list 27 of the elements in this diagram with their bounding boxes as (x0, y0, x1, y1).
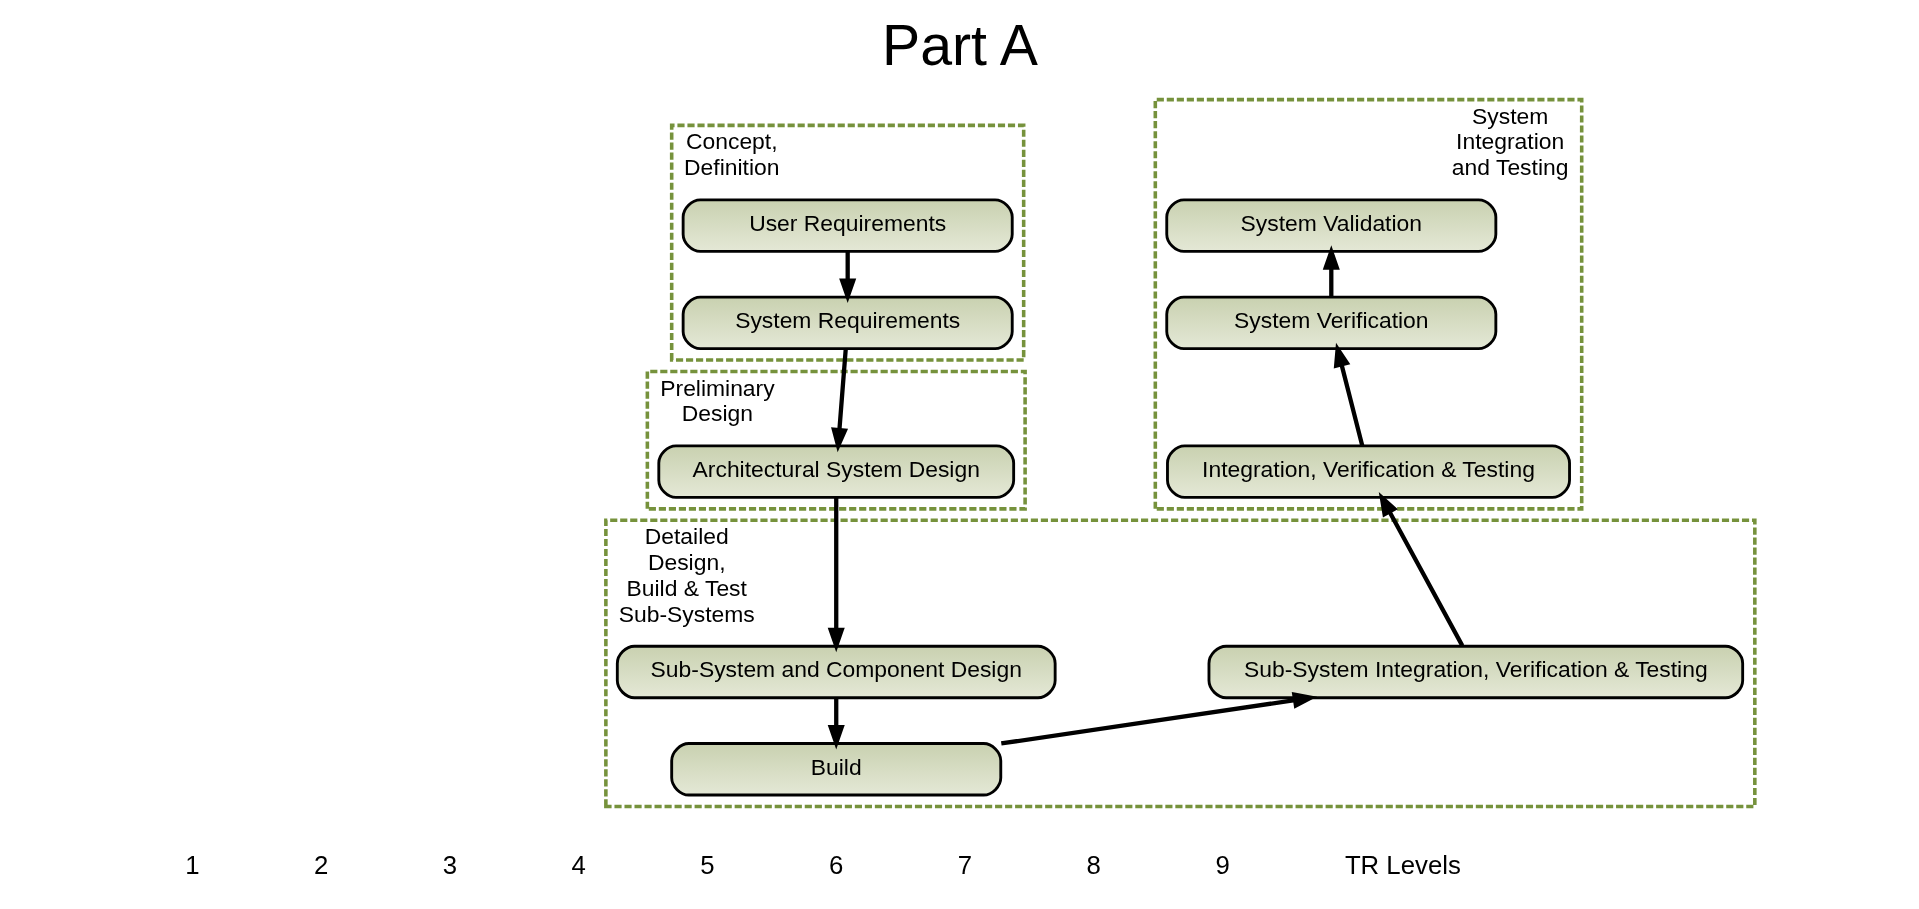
node-box: Sub-System and Component Design (615, 644, 1057, 700)
arrow (827, 698, 845, 750)
node-box: Architectural System Design (656, 444, 1015, 499)
label: 2 (313, 851, 328, 880)
node-box: Integration, Verification & Testing (1165, 444, 1571, 499)
arrow (1333, 342, 1364, 447)
node-box: System Verification (1164, 295, 1497, 351)
label: 3 (442, 851, 457, 880)
label: 8 (1086, 851, 1101, 880)
node-box: Sub-System Integration, Verification & Testing (1207, 644, 1744, 700)
arrow (1378, 492, 1464, 647)
label: 7 (957, 851, 972, 880)
node-box: User Requirements (681, 198, 1014, 253)
arrow (1322, 245, 1340, 297)
label: TR Levels (1344, 851, 1461, 880)
node-box: System Requirements (681, 295, 1014, 351)
node-box: Build (669, 742, 1002, 797)
label: 5 (699, 851, 715, 880)
arrow (1000, 691, 1317, 746)
arrow (838, 251, 856, 303)
label: 9 (1214, 851, 1230, 880)
label: 4 (571, 851, 586, 880)
node-box: System Validation (1164, 198, 1497, 253)
label: 6 (828, 851, 843, 880)
label: 1 (184, 851, 200, 880)
diagram-title: Part A (881, 13, 1038, 78)
arrow (827, 497, 845, 653)
